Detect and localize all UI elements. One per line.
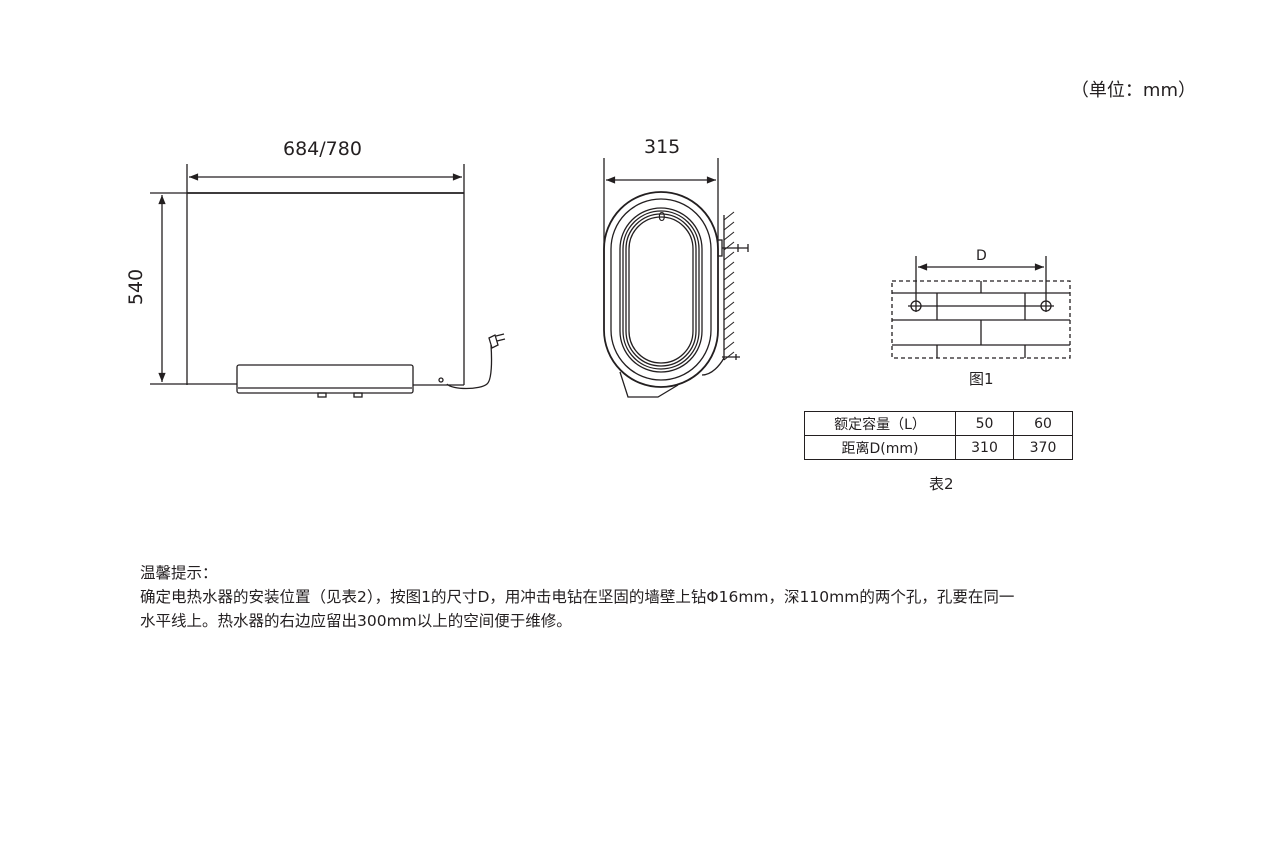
cell: 370 [1013, 435, 1073, 460]
spec-table: 额定容量（L） 50 60 距离D(mm) 310 370 [804, 411, 1073, 460]
table-row: 距离D(mm) 310 370 [804, 435, 1073, 460]
drill-hole-left [910, 300, 922, 312]
control-panel [236, 364, 414, 394]
table2-caption: 表2 [929, 475, 954, 493]
figure1-wall-holes [891, 256, 1071, 359]
plug-icon [488, 333, 506, 349]
notes-line: 水平线上。热水器的右边应留出300mm以上的空间便于维修。 [140, 612, 572, 630]
row-header: 额定容量（L） [804, 411, 956, 436]
dial-mark: 0 [658, 210, 666, 224]
depth-dimension-label: 315 [644, 136, 681, 158]
notes-title: 温馨提示： [140, 564, 218, 582]
cell: 50 [955, 411, 1014, 436]
unit-label: （单位：mm） [1070, 80, 1196, 101]
row-header: 距离D(mm) [804, 435, 956, 460]
power-cord [446, 344, 493, 390]
height-dimension-label: 540 [125, 268, 148, 306]
figure1-caption: 图1 [969, 370, 994, 388]
drill-hole-right [1040, 300, 1052, 312]
notes-line: 确定电热水器的安装位置（见表2），按图1的尺寸D，用冲击电钻在坚固的墙壁上钻Φ1… [140, 588, 1015, 606]
d-dimension-label: D [976, 248, 987, 264]
cell: 310 [955, 435, 1014, 460]
table-row: 额定容量（L） 50 60 [804, 411, 1073, 436]
cell: 60 [1013, 411, 1073, 436]
notes: 温馨提示： 确定电热水器的安装位置（见表2），按图1的尺寸D，用冲击电钻在坚固的… [140, 561, 1014, 633]
front-view [150, 164, 506, 398]
width-dimension-label: 684/780 [283, 138, 362, 160]
side-view [603, 158, 749, 398]
